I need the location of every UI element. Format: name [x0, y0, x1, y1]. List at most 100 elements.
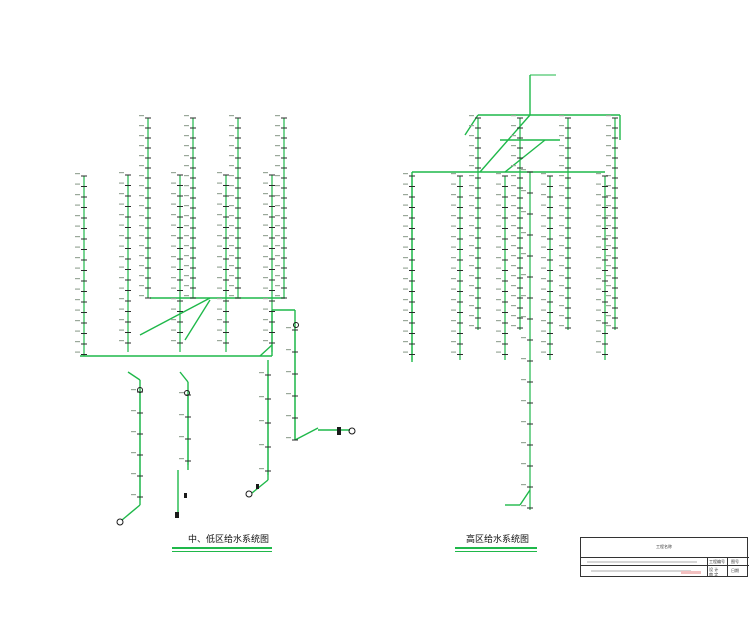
fixture-label-mark — [119, 256, 124, 258]
left-lower-branch-1a — [127, 371, 141, 381]
fixture-label-mark — [596, 225, 601, 227]
fixture-label-mark — [184, 125, 189, 127]
fixture-label-mark — [559, 145, 564, 147]
fixture-label-mark — [139, 195, 144, 197]
fixture-label-mark — [541, 351, 546, 353]
fixture-label-mark — [606, 255, 611, 257]
valve-icon — [137, 387, 143, 393]
fixture-label-mark — [511, 275, 516, 277]
fixture-label-mark — [403, 183, 408, 185]
fixture-label-mark — [469, 195, 474, 197]
fixture-label-mark — [171, 193, 176, 195]
title-block-faint-text — [591, 570, 691, 572]
fixture-label-mark — [496, 215, 501, 217]
fixture-label-mark — [119, 214, 124, 216]
fixture-label-mark — [559, 275, 564, 277]
fixture-label-mark — [171, 256, 176, 258]
fixture-label-mark — [171, 340, 176, 342]
fixture-label-mark — [263, 277, 268, 279]
fixture-label-mark — [559, 165, 564, 167]
fixture-label-mark — [119, 266, 124, 268]
fixture-label-mark — [263, 214, 268, 216]
fixture-label-mark — [259, 396, 264, 398]
fixture-label-mark — [139, 155, 144, 157]
right-upper-diag-mid — [479, 114, 531, 173]
fixture-label-mark — [184, 165, 189, 167]
fixture-label-mark — [275, 115, 280, 117]
caption-right-underline — [455, 547, 537, 549]
fixture-label-mark — [596, 183, 601, 185]
fixture-label-mark — [229, 215, 234, 217]
fixture-label-mark — [139, 145, 144, 147]
fixture-label-mark — [229, 265, 234, 267]
title-block-row-label: 审 定 — [709, 572, 719, 577]
fixture-label-mark — [541, 183, 546, 185]
fixture-label-mark — [511, 205, 516, 207]
fixture-label-mark — [559, 195, 564, 197]
fixture-label-mark — [171, 308, 176, 310]
fixture-label-mark — [596, 173, 601, 175]
fixture-label-mark — [496, 278, 501, 280]
fixture-label-mark — [171, 287, 176, 289]
fixture-label-mark — [217, 193, 222, 195]
fixture-label-mark — [275, 215, 280, 217]
fixture-label-mark — [75, 236, 80, 238]
fixture-label-mark — [171, 266, 176, 268]
fixture-label-mark — [75, 204, 80, 206]
fixture-label-mark — [541, 341, 546, 343]
valve-icon — [245, 490, 253, 498]
fixture-label-mark — [451, 299, 456, 301]
fixture-label-mark — [541, 288, 546, 290]
fixture-label-mark — [451, 278, 456, 280]
fixture-label-mark — [403, 236, 408, 238]
fixture-label-mark — [275, 145, 280, 147]
symbols — [116, 322, 356, 526]
fixture-label-mark — [559, 215, 564, 217]
fixture-label-mark — [171, 245, 176, 247]
fixture-label-mark — [171, 319, 176, 321]
fixture-label-mark — [541, 204, 546, 206]
fixture-label-mark — [179, 414, 184, 416]
fixture-label-mark — [275, 135, 280, 137]
fixture-label-mark — [559, 305, 564, 307]
fixture-label-mark — [596, 215, 601, 217]
fixture-label-mark — [259, 468, 264, 470]
fixture-label-mark — [275, 225, 280, 227]
fixture-label-mark — [469, 215, 474, 217]
fixture-label-mark — [263, 308, 268, 310]
fixture-label-mark — [606, 125, 611, 127]
fixture-label-mark — [179, 458, 184, 460]
fixture-label-mark — [606, 225, 611, 227]
fixture-label-mark — [217, 287, 222, 289]
fixture-label-mark — [171, 235, 176, 237]
fixture-label-mark — [521, 190, 526, 192]
fixture-label-mark — [263, 298, 268, 300]
fixture-label-mark — [263, 329, 268, 331]
fixture-label-mark — [606, 215, 611, 217]
fixture-label-mark — [451, 194, 456, 196]
fixture-label-mark — [119, 193, 124, 195]
fixture-label-mark — [119, 319, 124, 321]
fixture-label-mark — [263, 203, 268, 205]
fixture-label-mark — [263, 256, 268, 258]
caption-left-underline — [172, 547, 272, 549]
fixture-label-mark — [496, 183, 501, 185]
fixture-label-mark — [286, 437, 291, 439]
right-upper-diag-mid2 — [504, 139, 546, 173]
fixture-label-mark — [119, 203, 124, 205]
fixture-label-mark — [119, 287, 124, 289]
fixture-label-mark — [229, 205, 234, 207]
fixture-label-mark — [184, 265, 189, 267]
title-block-stamp — [681, 571, 701, 574]
left-lower-branch-2a — [179, 371, 189, 383]
fixture-label-mark — [263, 266, 268, 268]
fixture-label-mark — [451, 309, 456, 311]
title-block: 工程名称 工程编号 设 计 审 定 图号 日期 — [580, 537, 749, 577]
meter-icon — [175, 512, 179, 518]
fixture-label-mark — [217, 245, 222, 247]
fixture-label-mark — [229, 245, 234, 247]
static-pipes — [80, 74, 621, 521]
fixture-label-mark — [171, 182, 176, 184]
fixture-label-mark — [217, 329, 222, 331]
fixture-label-mark — [511, 325, 516, 327]
